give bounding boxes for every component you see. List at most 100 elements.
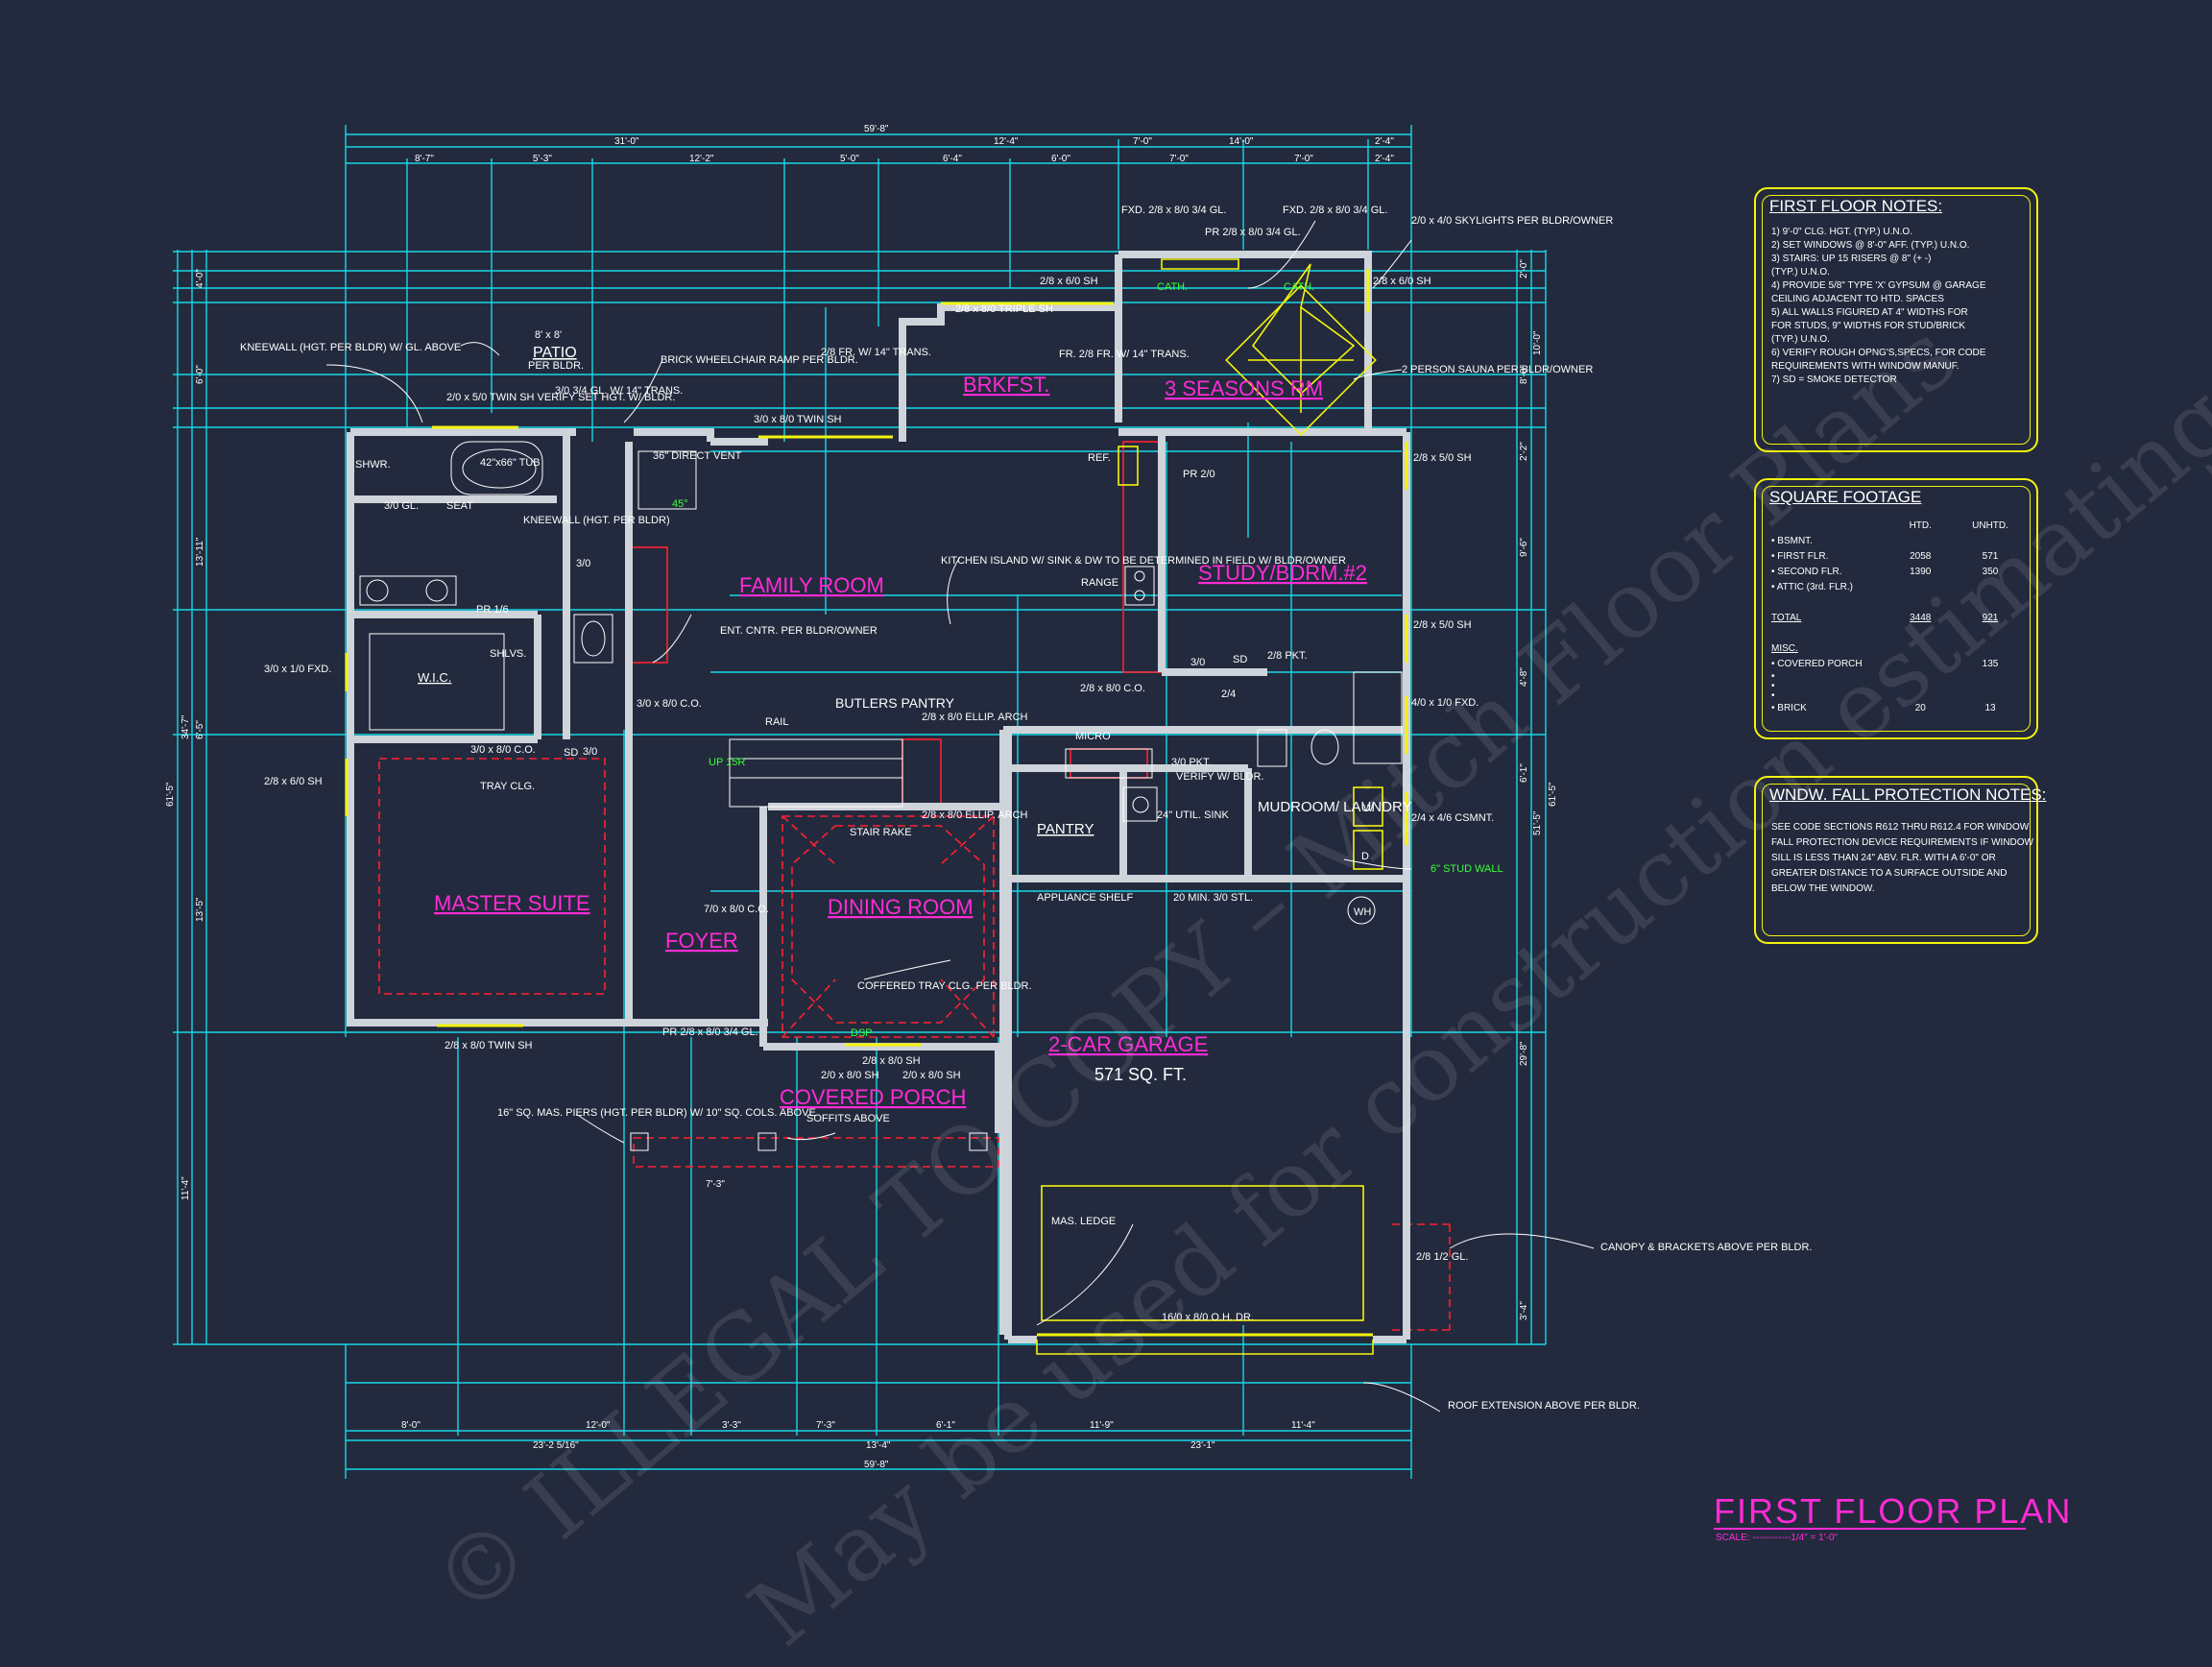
room-patio: PATIO bbox=[533, 345, 577, 361]
label-direct-vent: 36" DIRECT VENT bbox=[653, 450, 742, 462]
note-skylights: 2/0 x 4/0 SKYLIGHTS PER BLDR/OWNER bbox=[1411, 215, 1613, 227]
note-item: CEILING ADJACENT TO HTD. SPACES bbox=[1771, 294, 1944, 304]
label-gl-half: 2/8 1/2 GL. bbox=[1416, 1251, 1468, 1263]
fall-title: WNDW. FALL PROTECTION NOTES: bbox=[1769, 785, 2047, 804]
dim-porch-1: 7'-3" bbox=[706, 1179, 725, 1190]
dim-left3-3: 6'-5" bbox=[195, 720, 205, 739]
label-micro: MICRO bbox=[1075, 731, 1111, 742]
sqft-cell: • bbox=[1771, 671, 1775, 682]
notes-body: 1) 9'-0" CLG. HGT. (TYP.) U.N.O. 2) SET … bbox=[1771, 226, 2023, 387]
sqft-cell: • COVERED PORCH bbox=[1771, 659, 1863, 669]
label-ref: REF. bbox=[1088, 452, 1111, 464]
fall-item: FALL PROTECTION DEVICE REQUIREMENTS IF W… bbox=[1771, 837, 2033, 848]
note-fr-trans2: FR. 2/8 FR. W/ 14" TRANS. bbox=[1059, 349, 1190, 360]
dim-right1: 61'-5" bbox=[1548, 782, 1558, 807]
dim-bot1-2: 3'-3" bbox=[722, 1420, 741, 1431]
label-gl: 3/0 GL. bbox=[384, 500, 419, 512]
dim-right2-1: 51'-5" bbox=[1532, 810, 1543, 835]
dim-right3-2: 2'-2" bbox=[1519, 442, 1529, 461]
dim-left3-4: 13'-5" bbox=[195, 897, 205, 922]
windows bbox=[345, 258, 1408, 1355]
label-mas-ledge: MAS. LEDGE bbox=[1051, 1216, 1116, 1227]
sqft-cell: 2058 bbox=[1910, 551, 1932, 562]
dim-left2-0: 34'-7" bbox=[180, 714, 191, 739]
room-dining: DINING ROOM bbox=[828, 895, 974, 919]
sqft-head-unhtd: UNHTD. bbox=[1972, 520, 2008, 531]
dim-top3-2: 12'-2" bbox=[689, 154, 714, 164]
label-shlvs: SHLVS. bbox=[490, 648, 526, 660]
dim-top2-2: 7'-0" bbox=[1133, 136, 1152, 147]
sqft-row: • bbox=[1771, 690, 2023, 701]
sqft-cell: • BSMNT. bbox=[1771, 536, 1813, 546]
label-co3080b: 3/0 x 8/0 C.O. bbox=[637, 698, 702, 710]
dim-top3-5: 6'-0" bbox=[1051, 154, 1070, 164]
label-w: W bbox=[1363, 803, 1374, 814]
sqft-row: MISC. bbox=[1771, 641, 2023, 657]
label-stair-rake: STAIR RAKE bbox=[850, 827, 912, 838]
sqft-cell: 921 bbox=[1982, 613, 1999, 623]
dim-right3-1: 8'-0" bbox=[1519, 365, 1529, 384]
note-gl-trans: 3/0 3/4 GL. W/ 14" TRANS. bbox=[555, 385, 683, 397]
label-door-30b: 3/0 bbox=[1190, 657, 1205, 668]
label-45: 45° bbox=[672, 498, 688, 510]
dim-left2-1: 11'-4" bbox=[180, 1176, 191, 1200]
room-foyer: FOYER bbox=[665, 929, 738, 953]
sqft-cell: • bbox=[1771, 681, 1775, 691]
title-underline bbox=[1714, 1528, 2026, 1530]
dim-left3-1: 6'-0" bbox=[195, 365, 205, 384]
sqft-cell: 135 bbox=[1982, 659, 1999, 669]
leader-lines bbox=[325, 220, 1595, 1413]
walls bbox=[347, 251, 1410, 1343]
square-footage-panel: SQUARE FOOTAGE HTD. UNHTD. • BSMNT. • FI… bbox=[1754, 478, 2038, 739]
label-co3080: 3/0 x 8/0 C.O. bbox=[470, 744, 536, 756]
label-co2880: 2/8 x 8/0 C.O. bbox=[1080, 683, 1145, 694]
sqft-row bbox=[1771, 626, 2023, 641]
note-stud-wall: 6" STUD WALL bbox=[1431, 863, 1503, 875]
room-brkfst: BRKFST. bbox=[963, 373, 1049, 397]
sqft-row: • BSMNT. bbox=[1771, 534, 2023, 549]
label-appliance: APPLIANCE SHELF bbox=[1037, 892, 1134, 904]
label-sh2880b: 2/0 x 8/0 SH bbox=[821, 1070, 879, 1081]
room-butlers: BUTLERS PANTRY bbox=[835, 695, 955, 711]
note-pr28: PR 2/8 x 8/0 3/4 GL. bbox=[1205, 227, 1301, 238]
fall-protection-panel: WNDW. FALL PROTECTION NOTES: SEE CODE SE… bbox=[1754, 776, 2046, 944]
dim-top-overall: 59'-8" bbox=[864, 124, 889, 134]
dim-top3-1: 5'-3" bbox=[533, 154, 552, 164]
sqft-cell: 1390 bbox=[1910, 567, 1932, 577]
sqft-header-row: HTD. UNHTD. bbox=[1771, 519, 2023, 534]
label-soffits: SOFFITS ABOVE bbox=[806, 1113, 890, 1124]
label-dsp: DSP bbox=[851, 1027, 873, 1039]
sqft-cell: 571 bbox=[1982, 551, 1999, 562]
dim-top2-1: 12'-4" bbox=[994, 136, 1019, 147]
label-sd1: SD bbox=[564, 747, 578, 759]
panel-inner-border bbox=[1762, 195, 2031, 445]
label-sh2880c: 2/0 x 8/0 SH bbox=[902, 1070, 961, 1081]
room-study: STUDY/BDRM.#2 bbox=[1198, 561, 1367, 585]
dim-left3-0: 4'-0" bbox=[195, 269, 205, 288]
note-item: FOR STUDS, 9" WIDTHS FOR STUD/BRICK bbox=[1771, 321, 1965, 331]
dim-right3-3: 9'-6" bbox=[1519, 538, 1529, 557]
dim-bot1-3: 7'-3" bbox=[816, 1420, 835, 1431]
fall-body: SEE CODE SECTIONS R612 THRU R612.4 FOR W… bbox=[1771, 820, 2033, 897]
dim-top3-0: 8'-7" bbox=[415, 154, 434, 164]
label-sd2: SD bbox=[1233, 654, 1247, 665]
note-triple-sh: 2/8 x 8/0 TRIPLE SH bbox=[955, 303, 1053, 315]
label-d: D bbox=[1361, 851, 1369, 862]
label-ellip1: 2/8 x 8/0 ELLIP. ARCH bbox=[922, 712, 1028, 723]
note-fxd1: FXD. 2/8 x 8/0 3/4 GL. bbox=[1121, 205, 1226, 216]
dim-right3-7: 3'-4" bbox=[1519, 1301, 1529, 1320]
sqft-cell: • FIRST FLR. bbox=[1771, 551, 1829, 562]
note-item: (TYP.) U.N.O. bbox=[1771, 334, 1830, 345]
room-garage: 2-CAR GARAGE bbox=[1048, 1032, 1208, 1056]
note-cath1: CATH. bbox=[1157, 281, 1188, 293]
note-csmnt: 2/4 x 4/6 CSMNT. bbox=[1411, 812, 1494, 824]
sqft-cell: • ATTIC (3rd. FLR.) bbox=[1771, 582, 1853, 592]
dimension-texts: 59'-8" 31'-0" 12'-4" 7'-0" 14'-0" 2'-4" … bbox=[165, 124, 1558, 1470]
dim-bot1-6: 11'-4" bbox=[1291, 1420, 1315, 1431]
notes-title: FIRST FLOOR NOTES: bbox=[1769, 197, 1943, 215]
label-pkt3: 3/0 PKT. bbox=[1171, 757, 1212, 768]
label-oh-dr: 16/0 x 8/0 O.H. DR. bbox=[1162, 1312, 1254, 1323]
label-wh: WH bbox=[1354, 906, 1371, 918]
label-pkt2: 2/4 bbox=[1221, 689, 1236, 700]
